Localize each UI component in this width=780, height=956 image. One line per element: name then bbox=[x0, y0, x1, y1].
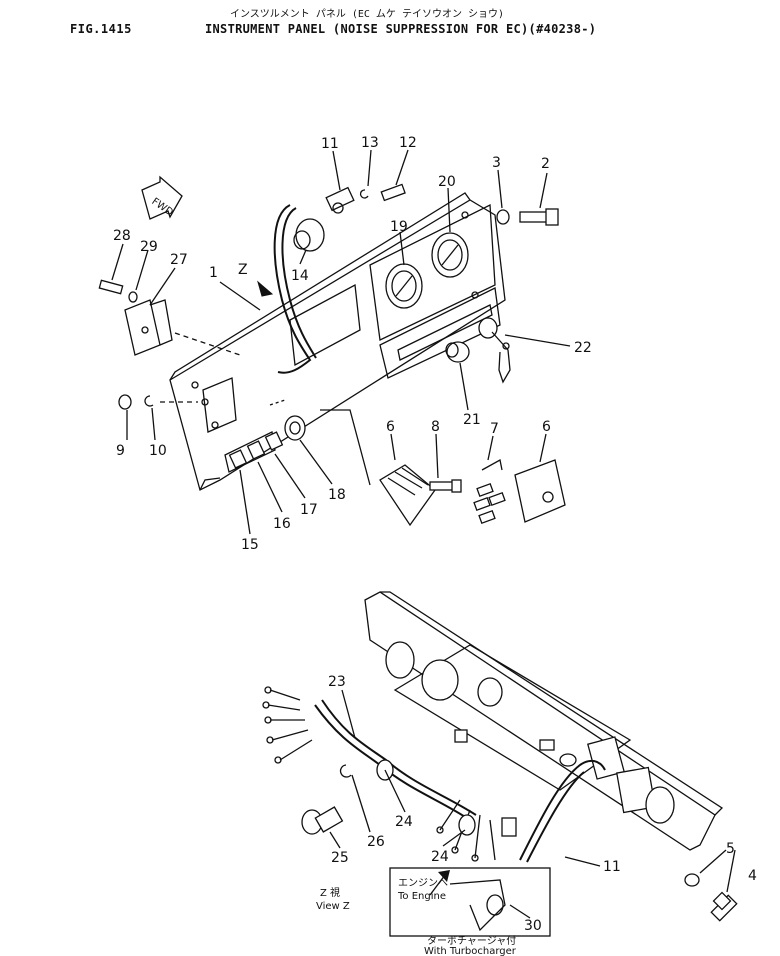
callout-27: 27 bbox=[170, 252, 188, 268]
leader-lines bbox=[111, 149, 736, 919]
callout-12: 12 bbox=[399, 135, 417, 151]
gauge-19 bbox=[385, 263, 423, 309]
washer-5 bbox=[684, 873, 700, 887]
washer-29 bbox=[128, 291, 138, 303]
bracket-leader bbox=[174, 332, 241, 356]
callout-13: 13 bbox=[361, 135, 379, 151]
bolt-28 bbox=[98, 279, 124, 295]
rotary-switch bbox=[284, 415, 306, 441]
callout-24: 24 bbox=[395, 814, 413, 830]
callout-11: 11 bbox=[321, 136, 339, 152]
callout-9: 9 bbox=[116, 443, 125, 459]
callout-19: 19 bbox=[390, 219, 408, 235]
callout-2: 2 bbox=[541, 156, 550, 172]
callout-8: 8 bbox=[431, 419, 440, 435]
callout-23: 23 bbox=[328, 674, 346, 690]
callout-18: 18 bbox=[328, 487, 346, 503]
rear-components bbox=[385, 641, 675, 824]
bolt-25 bbox=[301, 806, 344, 835]
turbo-inset bbox=[389, 867, 551, 937]
dashed-leader bbox=[269, 399, 286, 406]
callout-20: 20 bbox=[438, 174, 456, 190]
fuse-cover bbox=[514, 459, 566, 523]
callout-14: 14 bbox=[291, 268, 309, 284]
callout-24b: 24 bbox=[431, 849, 449, 865]
figure-number: FIG.1415 bbox=[70, 22, 132, 36]
callout-labels: 1 2 3 4 5 6 6 7 8 9 10 11 11 12 13 14 15… bbox=[113, 135, 757, 934]
cable-11 bbox=[273, 186, 355, 374]
callout-30: 30 bbox=[524, 918, 542, 934]
connector-leader bbox=[320, 409, 371, 486]
bolt-8 bbox=[429, 479, 462, 493]
washer-26 bbox=[339, 764, 352, 778]
washer-3 bbox=[496, 209, 510, 225]
connector-block bbox=[379, 464, 436, 527]
fuses bbox=[473, 458, 506, 524]
callout-26: 26 bbox=[367, 834, 385, 850]
callout-11b: 11 bbox=[603, 859, 621, 875]
callout-6b: 6 bbox=[542, 419, 551, 435]
turbo-caption-jp: ターボチャージャ付 bbox=[427, 934, 516, 947]
instrument-panel bbox=[169, 192, 506, 491]
gauge-20 bbox=[431, 232, 469, 278]
callout-29: 29 bbox=[140, 239, 158, 255]
washer-13 bbox=[359, 189, 369, 199]
forward-arrow: FWD bbox=[141, 175, 183, 220]
callout-6: 6 bbox=[386, 419, 395, 435]
callout-16: 16 bbox=[273, 516, 291, 532]
to-engine-jp: エンジンへ bbox=[398, 878, 448, 889]
callout-3: 3 bbox=[492, 155, 501, 171]
callout-1: 1 bbox=[209, 265, 218, 281]
callout-17: 17 bbox=[300, 502, 318, 518]
bolt-4 bbox=[710, 891, 738, 922]
callout-22: 22 bbox=[574, 340, 592, 356]
callout-15: 15 bbox=[241, 537, 259, 553]
callout-7: 7 bbox=[490, 421, 499, 437]
view-z-caption-jp: Z 視 bbox=[320, 886, 340, 899]
bulb-socket bbox=[293, 218, 325, 252]
view-z-letter: Z bbox=[238, 262, 248, 278]
to-engine-en: To Engine bbox=[397, 891, 446, 902]
callout-10: 10 bbox=[149, 443, 167, 459]
figure-title: INSTRUMENT PANEL (NOISE SUPPRESSION FOR … bbox=[205, 22, 597, 36]
bracket-27 bbox=[124, 299, 173, 356]
callout-5: 5 bbox=[726, 841, 735, 857]
callout-4: 4 bbox=[748, 868, 757, 884]
rocker-switches bbox=[228, 431, 284, 469]
bolt-2 bbox=[519, 208, 559, 226]
washer-10 bbox=[144, 395, 154, 407]
callout-25: 25 bbox=[331, 850, 349, 866]
cable-11-lower-inner bbox=[526, 771, 585, 863]
turbo-caption-en: With Turbocharger bbox=[424, 946, 517, 956]
wire-harness bbox=[262, 686, 517, 862]
bolt-12 bbox=[380, 183, 406, 202]
callout-28: 28 bbox=[113, 228, 131, 244]
view-z-caption-en: View Z bbox=[316, 901, 350, 912]
key-switch bbox=[478, 317, 511, 384]
knob-21 bbox=[445, 341, 470, 363]
callout-21: 21 bbox=[463, 412, 481, 428]
nut-9 bbox=[118, 394, 132, 410]
cable-11-lower bbox=[519, 759, 606, 861]
title-japanese: インスツルメント パネル (EC ムケ テイソウオン ショウ) bbox=[230, 9, 504, 20]
view-z-marker: Z bbox=[238, 262, 274, 297]
